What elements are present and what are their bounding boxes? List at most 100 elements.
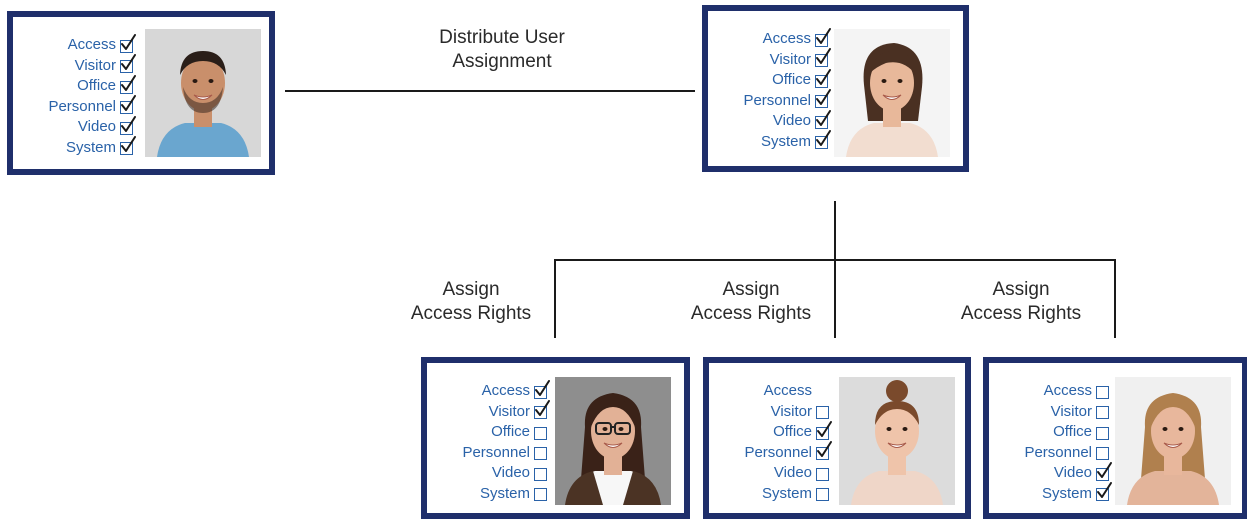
connector-vertical-drop: [834, 201, 836, 260]
check-mark-icon: [817, 441, 832, 458]
user-photo-woman-long-hair: [1115, 377, 1231, 505]
unchecked-checkbox-icon[interactable]: [1096, 447, 1109, 461]
checked-checkbox-icon[interactable]: [815, 109, 831, 129]
permission-row-access: Access: [715, 381, 829, 402]
distribute-label: Distribute User Assignment: [392, 26, 612, 74]
permission-label: Office: [491, 423, 530, 441]
check-mark-icon: [535, 379, 550, 396]
assign-label-line1: Assign: [442, 279, 500, 300]
check-mark-icon: [816, 89, 831, 106]
checked-checkbox-icon[interactable]: [534, 400, 550, 420]
permission-row-access: Access: [995, 381, 1109, 402]
checked-checkbox-icon[interactable]: [120, 136, 136, 156]
permission-label: Personnel: [743, 91, 811, 109]
check-mark-icon: [121, 54, 136, 71]
check-mark-icon: [121, 33, 136, 50]
permission-row-access: Access: [19, 33, 136, 56]
checked-checkbox-icon[interactable]: [120, 54, 136, 74]
permission-label: Personnel: [462, 443, 530, 461]
permission-row-system: System: [715, 484, 829, 505]
permission-row-video: Video: [433, 463, 547, 484]
checked-checkbox-icon[interactable]: [1096, 461, 1112, 481]
assign-label-middle: Assign Access Rights: [666, 278, 836, 326]
no-checkbox[interactable]: [816, 386, 829, 399]
assign-label-line1: Assign: [992, 279, 1050, 300]
permission-row-personnel: Personnel: [433, 443, 547, 464]
unchecked-checkbox-icon[interactable]: [534, 426, 547, 440]
permission-row-video: Video: [995, 461, 1112, 484]
checked-checkbox-icon[interactable]: [816, 441, 832, 461]
permission-label: Visitor: [1050, 402, 1092, 420]
permission-label: Video: [772, 112, 811, 130]
permission-row-visitor: Visitor: [995, 402, 1109, 423]
permission-label: System: [760, 132, 811, 150]
permission-row-video: Video: [19, 115, 136, 138]
permission-row-system: System: [995, 482, 1112, 505]
unchecked-checkbox-icon[interactable]: [816, 488, 829, 502]
permission-label: System: [1041, 484, 1092, 502]
permission-row-personnel: Personnel: [715, 441, 832, 464]
permission-row-office: Office: [715, 420, 832, 443]
permission-row-access: Access: [433, 379, 550, 402]
permission-label: Access: [481, 382, 530, 400]
permission-row-system: System: [714, 130, 831, 153]
checked-checkbox-icon[interactable]: [120, 33, 136, 53]
checked-checkbox-icon[interactable]: [120, 95, 136, 115]
checked-checkbox-icon[interactable]: [1096, 482, 1112, 502]
permission-label: Visitor: [769, 50, 811, 68]
checked-checkbox-icon[interactable]: [534, 379, 550, 399]
unchecked-checkbox-icon[interactable]: [1096, 385, 1109, 399]
unchecked-checkbox-icon[interactable]: [1096, 426, 1109, 440]
permission-row-visitor: Visitor: [714, 48, 831, 71]
unchecked-checkbox-icon[interactable]: [816, 406, 829, 420]
assign-label-line2: Access Rights: [960, 303, 1082, 324]
assign-label-line2: Access Rights: [690, 303, 812, 324]
unchecked-checkbox-icon[interactable]: [534, 467, 547, 481]
check-mark-icon: [121, 115, 136, 132]
check-mark-icon: [817, 420, 832, 437]
checked-checkbox-icon[interactable]: [816, 420, 832, 440]
permission-label: Visitor: [488, 402, 530, 420]
permission-row-system: System: [19, 136, 136, 159]
permission-label: Personnel: [48, 97, 116, 115]
permission-row-personnel: Personnel: [714, 89, 831, 112]
permission-label: Video: [77, 118, 116, 136]
permission-label: Video: [1053, 464, 1092, 482]
checked-checkbox-icon[interactable]: [815, 89, 831, 109]
connector-horizontal-top: [285, 90, 695, 92]
permission-row-access: Access: [714, 27, 831, 50]
unchecked-checkbox-icon[interactable]: [1096, 406, 1109, 420]
check-mark-icon: [1097, 482, 1112, 499]
distribute-label-line2: Assignment: [452, 51, 552, 72]
checked-checkbox-icon[interactable]: [815, 68, 831, 88]
permission-label: Access: [67, 36, 116, 54]
checked-checkbox-icon[interactable]: [815, 48, 831, 68]
permission-row-office: Office: [19, 74, 136, 97]
permission-label: Office: [77, 77, 116, 95]
assign-label-line2: Access Rights: [410, 303, 532, 324]
assign-label-line1: Assign: [722, 279, 780, 300]
check-mark-icon: [816, 27, 831, 44]
checked-checkbox-icon[interactable]: [120, 115, 136, 135]
unchecked-checkbox-icon[interactable]: [534, 447, 547, 461]
permission-label: System: [479, 484, 530, 502]
permission-row-video: Video: [715, 463, 829, 484]
permission-label: Access: [762, 30, 811, 48]
user-photo-woman-short-hair: [834, 29, 950, 157]
permission-row-visitor: Visitor: [433, 400, 550, 423]
unchecked-checkbox-icon[interactable]: [534, 488, 547, 502]
check-mark-icon: [816, 130, 831, 147]
user-photo-woman-hair-bun: [839, 377, 955, 505]
unchecked-checkbox-icon[interactable]: [816, 467, 829, 481]
check-mark-icon: [816, 109, 831, 126]
checked-checkbox-icon[interactable]: [815, 27, 831, 47]
check-mark-icon: [121, 136, 136, 153]
checked-checkbox-icon[interactable]: [815, 130, 831, 150]
checked-checkbox-icon[interactable]: [120, 74, 136, 94]
